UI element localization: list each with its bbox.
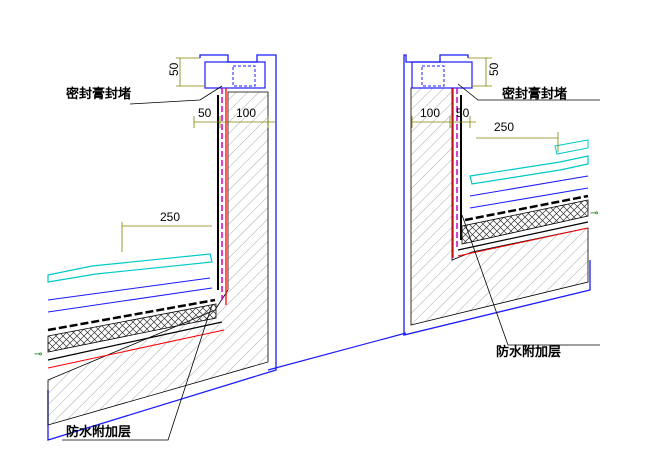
left-base-line [47, 321, 223, 361]
left-waterproof-leader [62, 304, 213, 441]
right-roof-membrane [464, 194, 589, 222]
left-detail: 50 50 100 250 密封膏封堵 防水附加层 ⊸ [34, 54, 277, 441]
right-detail: 50 100 50 250 密封膏封堵 防水附加层 ⊸ [403, 54, 600, 360]
left-dimensions [121, 57, 275, 252]
left-base-red [47, 329, 225, 369]
right-dim-extension: 250 [494, 120, 514, 134]
right-sealant-label: 密封膏封堵 [501, 86, 567, 102]
right-waterproof-label: 防水附加层 [496, 344, 561, 360]
left-dim-width: 100 [236, 106, 256, 120]
left-insulation-board [47, 253, 213, 283]
right-dimensions [411, 57, 559, 152]
left-waterproof-label: 防水附加层 [66, 424, 131, 440]
right-base-red [457, 227, 589, 257]
right-base-line [457, 221, 589, 251]
left-wall-outline [47, 54, 277, 441]
left-sealant-label: 密封膏封堵 [65, 86, 131, 102]
right-roof-layer-2 [469, 187, 589, 209]
left-dim-gap: 50 [198, 106, 212, 120]
right-insulation-step [554, 139, 589, 155]
right-dim-gap: 50 [456, 106, 470, 120]
left-roof-layer-1 [47, 277, 211, 301]
right-coping-insert [421, 65, 445, 87]
left-sealant-leader [129, 85, 223, 105]
left-roof-membrane [47, 298, 216, 332]
left-dim-extension: 250 [160, 210, 180, 224]
right-roof-layer-1 [469, 175, 589, 197]
left-screed-layer [47, 303, 217, 353]
right-wall-outline [403, 54, 591, 336]
right-insulation-board [469, 155, 589, 185]
right-dim-width: 100 [420, 106, 440, 120]
right-dim-top: 50 [487, 62, 501, 76]
left-roof-layer-2 [47, 287, 213, 313]
left-concrete [47, 91, 269, 426]
right-screed-layer [461, 199, 589, 245]
left-coping-cap [204, 61, 266, 89]
right-waterproof-leader [461, 214, 600, 346]
right-coping-cap [411, 61, 473, 89]
left-coping-insert [232, 65, 256, 87]
connector-line [267, 332, 407, 371]
right-level-marker: ⊸ [590, 208, 598, 219]
left-level-marker: ⊸ [34, 349, 42, 360]
right-sealant-leader [457, 83, 600, 101]
left-dim-top: 50 [167, 62, 181, 76]
